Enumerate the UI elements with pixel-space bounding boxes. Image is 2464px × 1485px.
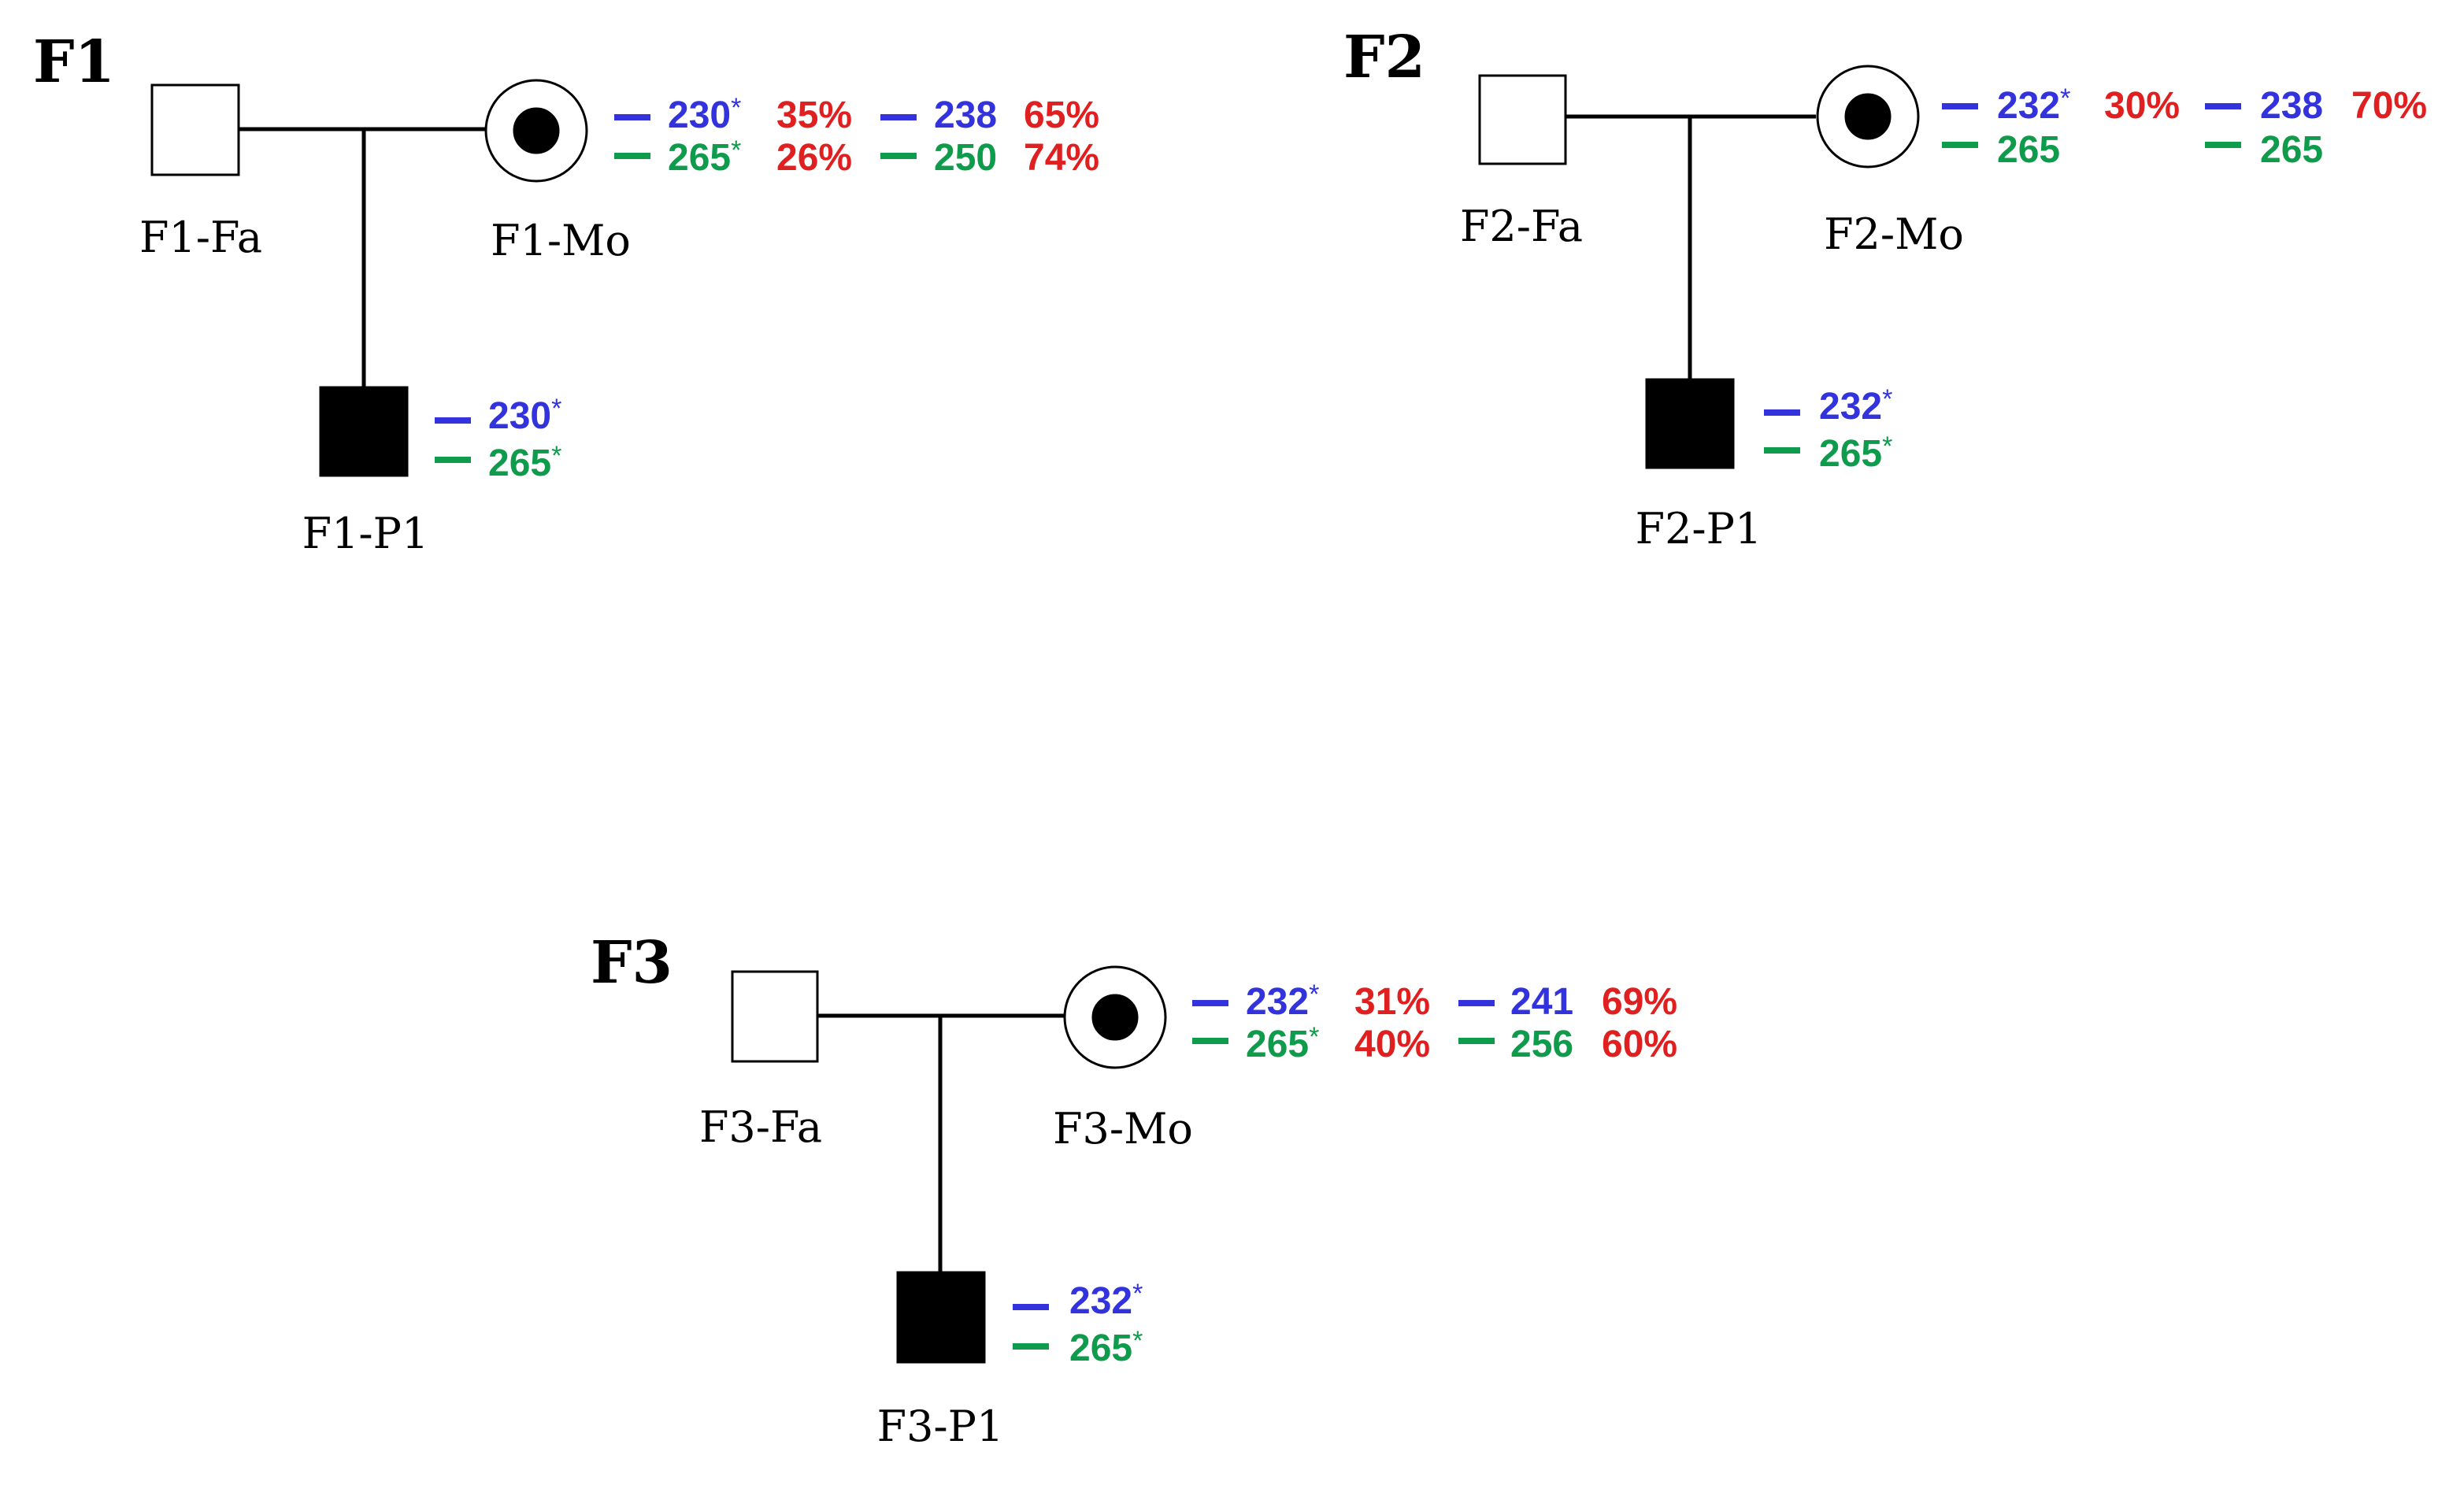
mother-label: F2-Mo [1824, 209, 1964, 259]
proband-square [319, 386, 409, 477]
mother-label: F3-Mo [1053, 1104, 1193, 1154]
father-square [731, 970, 819, 1063]
proband-square [896, 1271, 986, 1364]
proband-label: F2-P1 [1636, 504, 1762, 554]
family-title: F1 [33, 28, 115, 96]
marker-allele: 265* [1819, 431, 1892, 475]
marker-allele: 241 [1510, 981, 1573, 1023]
marker-percent: 26% [776, 137, 852, 179]
proband-markers: 232* 265* [1013, 1279, 1143, 1369]
marker-allele: 265 [1997, 129, 2060, 171]
mother-label: F1-Mo [491, 216, 631, 265]
family-f2: F2 F2-Fa F2-Mo 232* 30% 238 70% 265 265 … [1343, 24, 2427, 554]
marker-allele: 265* [488, 441, 561, 484]
marker-allele: 238 [934, 94, 997, 136]
marker-allele: 238 [2260, 85, 2323, 127]
marker-allele: 232* [1997, 83, 2070, 127]
marker-percent: 69% [1602, 981, 1677, 1023]
father-label: F1-Fa [139, 213, 262, 262]
marker-allele: 232* [1246, 980, 1319, 1023]
marker-percent: 40% [1354, 1024, 1430, 1065]
marker-allele: 265* [1069, 1326, 1143, 1369]
marker-allele: 265 [2260, 129, 2323, 171]
family-f1: F1 F1-Fa F1-Mo 230* 35% 238 65% 265* 26%… [33, 28, 1099, 558]
father-square [1478, 74, 1567, 165]
marker-allele: 250 [934, 137, 997, 179]
marker-allele: 230* [488, 394, 561, 437]
family-title: F2 [1343, 24, 1425, 91]
marker-allele: 256 [1510, 1024, 1573, 1065]
family-title: F3 [591, 929, 673, 997]
marker-allele: 265* [668, 135, 741, 179]
marker-percent: 74% [1024, 137, 1099, 179]
father-label: F2-Fa [1460, 202, 1583, 251]
proband-square [1645, 378, 1735, 469]
proband-markers: 232* 265* [1764, 384, 1892, 475]
father-square [150, 83, 240, 176]
marker-percent: 30% [2104, 85, 2180, 127]
marker-percent: 31% [1354, 981, 1430, 1023]
marker-percent: 35% [776, 94, 852, 136]
mother-markers: 230* 35% 238 65% 265* 26% 250 74% [614, 93, 1099, 179]
marker-percent: 60% [1602, 1024, 1677, 1065]
marker-percent: 65% [1024, 94, 1099, 136]
carrier-dot [1844, 93, 1892, 140]
marker-percent: 70% [2351, 85, 2427, 127]
mother-markers: 232* 31% 241 69% 265* 40% 256 60% [1192, 980, 1677, 1065]
marker-allele: 265* [1246, 1022, 1319, 1065]
family-f3: F3 F3-Fa F3-Mo 232* 31% 241 69% 265* 40%… [591, 929, 1677, 1451]
proband-markers: 230* 265* [435, 394, 561, 484]
mother-markers: 232* 30% 238 70% 265 265 [1942, 83, 2427, 171]
carrier-dot [513, 107, 560, 154]
marker-allele: 230* [668, 93, 741, 136]
proband-label: F1-P1 [302, 509, 429, 558]
proband-label: F3-P1 [877, 1402, 1004, 1451]
marker-allele: 232* [1069, 1279, 1143, 1322]
father-label: F3-Fa [699, 1102, 822, 1152]
marker-allele: 232* [1819, 384, 1892, 428]
carrier-dot [1091, 994, 1139, 1041]
